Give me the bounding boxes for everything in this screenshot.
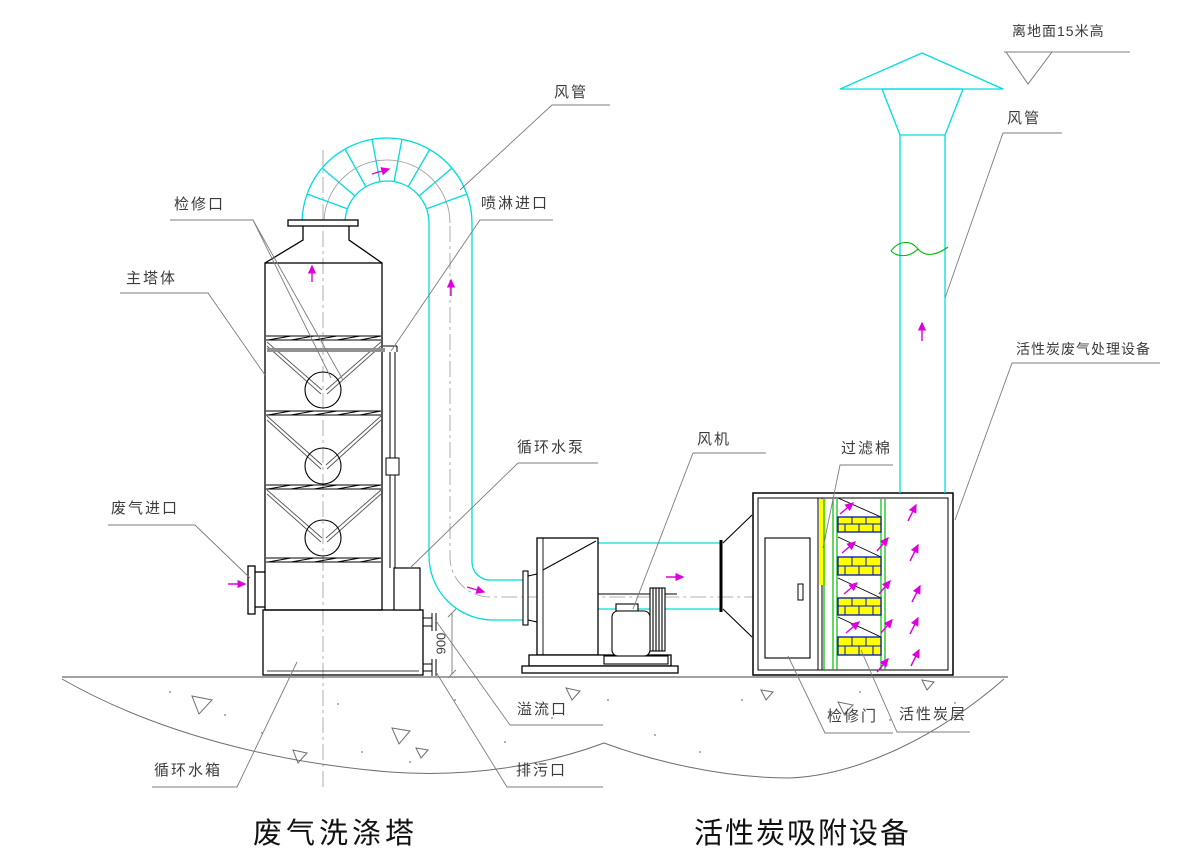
label-carbon-layer: 活性炭层 — [899, 706, 968, 723]
label-waste-gas-inlet: 废气进口 — [111, 500, 180, 517]
label-drain-port: 排污口 — [516, 762, 568, 779]
label-duct-left: 风管 — [554, 84, 589, 101]
dimension-900 — [447, 608, 457, 679]
label-height-note: 离地面15米高 — [1012, 23, 1105, 39]
label-carbon-equipment: 活性炭废气处理设备 — [1016, 341, 1151, 357]
belt-pulley — [649, 587, 666, 652]
label-circulating-pump: 循环水泵 — [517, 439, 586, 456]
duct-expansion — [722, 514, 753, 638]
label-inspection-port: 检修口 — [174, 196, 226, 213]
ground-hatch — [61, 676, 1008, 779]
inspection-door — [764, 537, 811, 659]
label-inspection-door: 检修门 — [827, 708, 879, 725]
flow-arrows — [228, 167, 927, 673]
tower-trays — [266, 335, 382, 563]
label-duct-right: 风管 — [1007, 110, 1042, 127]
title-carbon-equipment: 活性炭吸附设备 — [694, 818, 912, 850]
centerlines — [322, 150, 766, 788]
dimension-900-text: 900 — [433, 632, 449, 655]
exhaust-stack — [839, 52, 1004, 493]
earth-specks — [169, 691, 956, 763]
waste-gas-inlet-flange — [247, 565, 265, 615]
label-filter-cotton: 过滤棉 — [841, 440, 893, 457]
stack-break-symbol — [890, 241, 949, 257]
tower-cones — [266, 341, 382, 543]
carbon-layers — [837, 516, 882, 656]
fan-inlet-flange — [522, 570, 538, 626]
duct-bend — [301, 137, 523, 621]
spray-riser — [267, 345, 421, 611]
base-plate — [521, 665, 679, 674]
door-handle — [797, 583, 804, 601]
label-spray-inlet: 喷淋进口 — [481, 195, 550, 212]
label-main-tower-body: 主塔体 — [126, 270, 178, 287]
label-circulating-tank: 循环水箱 — [154, 762, 223, 779]
label-overflow-port: 溢流口 — [517, 701, 569, 718]
duct-bend-centerline — [323, 159, 451, 224]
filter-cotton-strip — [819, 499, 826, 585]
leader-lines — [108, 104, 1160, 788]
scrubber-tower — [247, 219, 383, 615]
pipe-union — [385, 457, 400, 476]
motor-base — [603, 655, 669, 665]
manhole-3 — [304, 519, 342, 557]
manhole-2 — [304, 447, 342, 485]
label-fan: 风机 — [697, 431, 732, 448]
drain-nozzle — [423, 659, 437, 676]
motor — [598, 587, 677, 665]
title-scrubber-tower: 废气洗涤塔 — [253, 818, 419, 850]
elevation-marker — [1004, 51, 1130, 85]
pump-body — [393, 567, 421, 611]
motor-body — [611, 610, 651, 657]
manhole-1 — [304, 371, 342, 409]
carbon-adsorber — [752, 492, 954, 676]
overflow-nozzle — [423, 613, 437, 631]
circulating-tank — [262, 609, 437, 676]
fan-unit — [521, 537, 679, 674]
rain-cap — [839, 52, 1004, 90]
